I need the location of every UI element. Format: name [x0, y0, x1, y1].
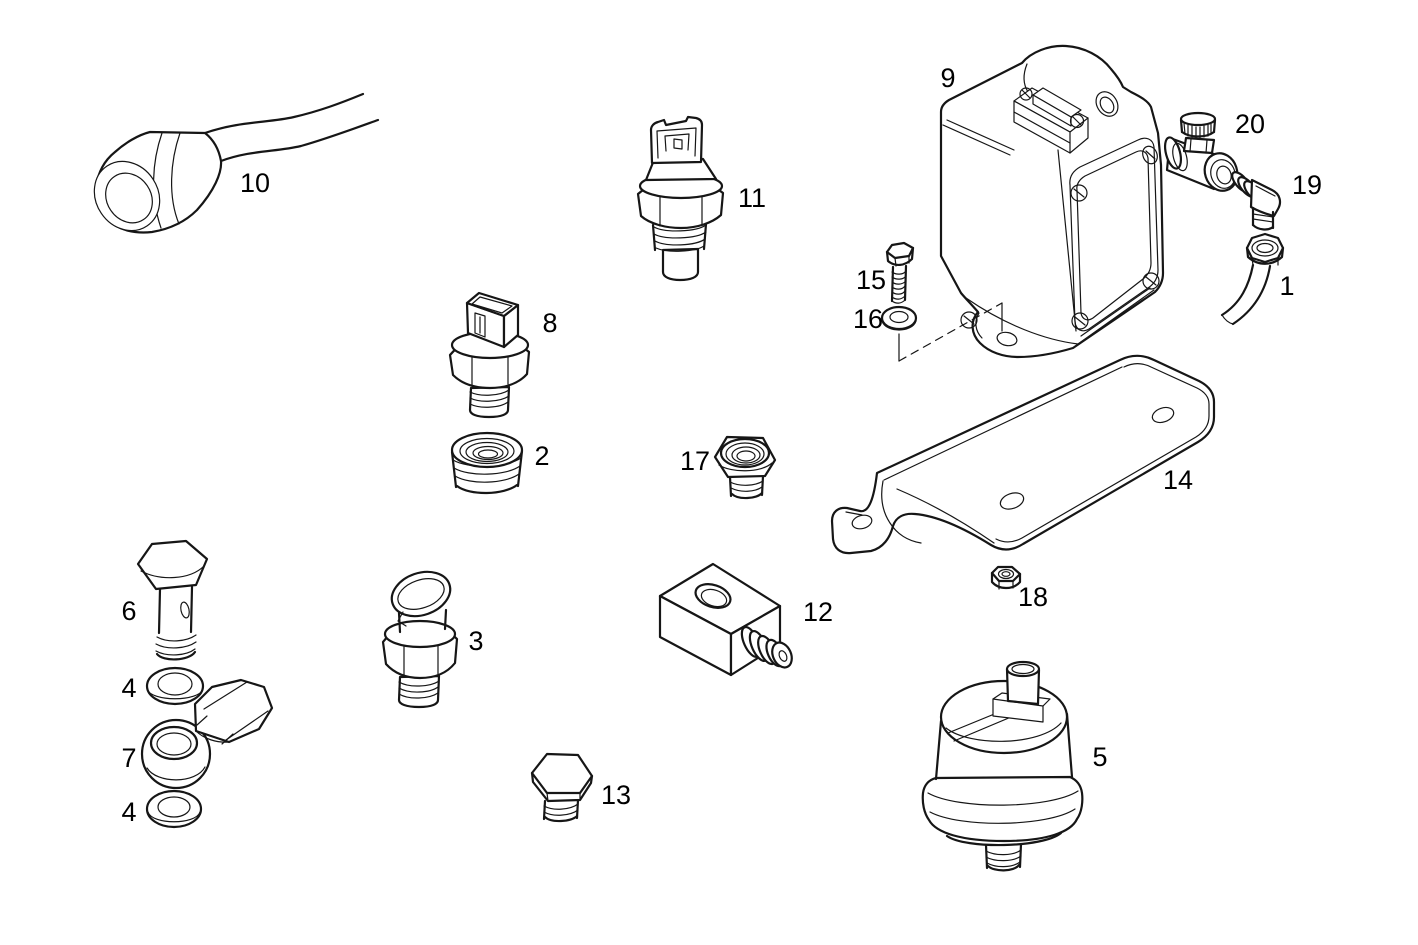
part-19-elbow-fitting — [1231, 171, 1282, 231]
part-1-pipe-union — [1220, 232, 1285, 326]
part-label-1: 1 — [1279, 271, 1294, 301]
part-label-11: 11 — [738, 183, 766, 213]
part-label-6: 6 — [121, 596, 136, 626]
part-label-14: 14 — [1163, 465, 1193, 495]
part-6-banjo-bolt — [136, 539, 209, 661]
part-13-screw-plug — [530, 752, 594, 823]
part-label-2: 2 — [534, 441, 549, 471]
part-label-16: 16 — [853, 304, 883, 334]
part-4-sealing-washer-lower — [145, 789, 203, 829]
part-2-reducer-bushing — [450, 431, 524, 495]
part-label-12: 12 — [803, 597, 833, 627]
part-3-oil-pressure-sensor — [381, 570, 459, 709]
part-5-pressure-gauge-sender — [921, 660, 1084, 872]
part-7-banjo-union — [140, 678, 274, 790]
part-11-temperature-sensor — [636, 115, 725, 282]
part-4-sealing-washer-upper — [145, 666, 205, 706]
part-14-mounting-bracket — [830, 354, 1216, 555]
part-20-shutoff-valve-fitting — [1163, 111, 1239, 192]
part-label-3: 3 — [468, 626, 483, 656]
part-label-4a: 4 — [121, 673, 136, 703]
part-label-15: 15 — [856, 265, 886, 295]
part-16-flat-washer — [880, 305, 918, 331]
part-15-hex-bolt — [885, 241, 915, 304]
part-label-20: 20 — [1235, 109, 1265, 139]
part-label-5: 5 — [1092, 742, 1107, 772]
part-18-hex-nut — [990, 565, 1022, 590]
part-label-19: 19 — [1292, 170, 1322, 200]
part-label-18: 18 — [1018, 582, 1048, 612]
leader-line-15-16 — [898, 302, 1003, 362]
part-17-reducer-adapter — [713, 435, 777, 500]
part-label-9: 9 — [940, 63, 955, 93]
part-9-transmitter-unit — [939, 44, 1165, 359]
part-label-17: 17 — [680, 446, 710, 476]
part-8-pressure-switch — [448, 291, 531, 419]
part-label-4b: 4 — [121, 797, 136, 827]
part-label-10: 10 — [240, 168, 270, 198]
part-label-7: 7 — [121, 743, 136, 773]
part-label-8: 8 — [542, 308, 557, 338]
part-12-adapter-block — [658, 562, 793, 677]
part-label-13: 13 — [601, 780, 631, 810]
part-10-connector-boot — [93, 92, 380, 234]
